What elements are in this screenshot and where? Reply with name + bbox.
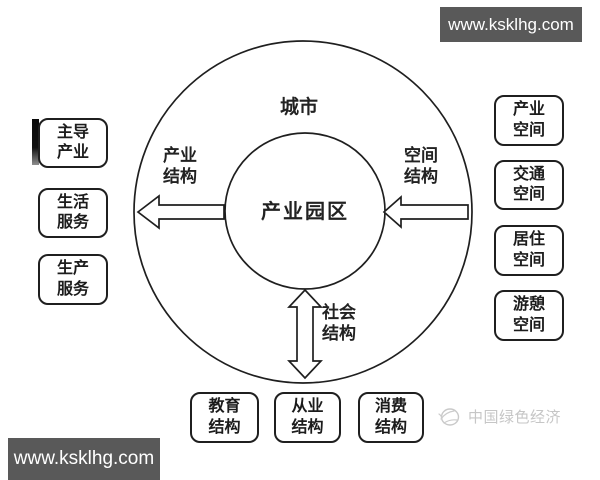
outer-circle-city [133, 40, 473, 384]
relation-label-social-structure: 社会 结构 [322, 303, 356, 343]
node-box-consumption-structure: 消费 结构 [358, 392, 424, 443]
watermark-text: 中国绿色经济 [468, 408, 562, 426]
relation-label-spatial-structure: 空间 结构 [404, 146, 438, 186]
watermark: 中国绿色经济 [436, 402, 596, 430]
relation-label-industry-structure: 产业 结构 [163, 146, 197, 186]
node-box-industry-space: 产业 空间 [494, 95, 564, 146]
website-url-top: www.ksklhg.com [448, 14, 574, 34]
left-arrow [136, 194, 225, 230]
right-arrow [382, 195, 469, 229]
vertical-double-arrow [287, 288, 323, 380]
left-accent-bar [32, 119, 39, 165]
node-box-education-structure: 教育 结构 [190, 392, 259, 443]
sketch-globe-icon [438, 408, 460, 426]
node-box-production-services: 生产 服务 [38, 254, 108, 305]
node-box-residential-space: 居住 空间 [494, 225, 564, 276]
center-label-industrial-park: 产业园区 [261, 201, 349, 223]
node-box-traffic-space: 交通 空间 [494, 160, 564, 210]
website-badge-bottom-left: www.ksklhg.com [8, 438, 160, 480]
website-badge-top-right: www.ksklhg.com [440, 7, 582, 42]
node-box-employment-structure: 从业 结构 [274, 392, 341, 443]
node-box-life-services: 生活 服务 [38, 188, 108, 238]
node-box-recreation-space: 游憩 空间 [494, 290, 564, 341]
website-url-bottom: www.ksklhg.com [13, 448, 155, 469]
node-box-leading-industry: 主导 产业 [38, 118, 108, 168]
outer-circle-label-city: 城市 [279, 97, 318, 118]
